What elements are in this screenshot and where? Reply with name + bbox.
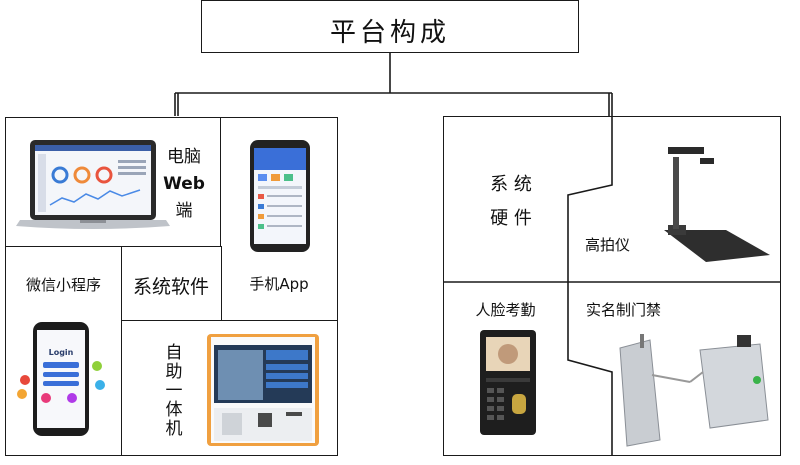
pc-web-label: 电脑 Web 端 — [163, 146, 205, 222]
page-title: 平台构成 — [329, 18, 450, 48]
hardware-group — [443, 116, 781, 456]
kiosk-char-5: 机 — [165, 419, 183, 439]
title-box: 平台构成 — [201, 0, 579, 53]
mini-program-login: Login — [48, 348, 74, 357]
hardware-label: 系 统 硬 件 — [478, 168, 544, 236]
high-camera-label: 高拍仪 — [585, 236, 631, 254]
mobile-app-label: 手机App — [249, 275, 309, 293]
hardware-label-line-1: 系 统 — [490, 174, 532, 195]
face-attendance-label: 人脸考勤 — [475, 301, 536, 319]
software-label: 系统软件 — [132, 276, 209, 298]
pc-web-line-2: Web — [163, 174, 205, 194]
pc-web-line-3: 端 — [175, 201, 193, 221]
gate-label: 实名制门禁 — [586, 301, 662, 319]
kiosk-label: 自 助 一 体 机 — [162, 344, 186, 439]
hardware-label-line-2: 硬 件 — [490, 208, 532, 229]
kiosk-char-3: 一 — [165, 381, 183, 401]
pc-web-line-1: 电脑 — [167, 147, 201, 167]
kiosk-char-2: 助 — [165, 362, 183, 382]
kiosk-char-1: 自 — [165, 343, 183, 363]
mini-program-label: 微信小程序 — [25, 276, 101, 294]
kiosk-char-4: 体 — [165, 400, 183, 420]
